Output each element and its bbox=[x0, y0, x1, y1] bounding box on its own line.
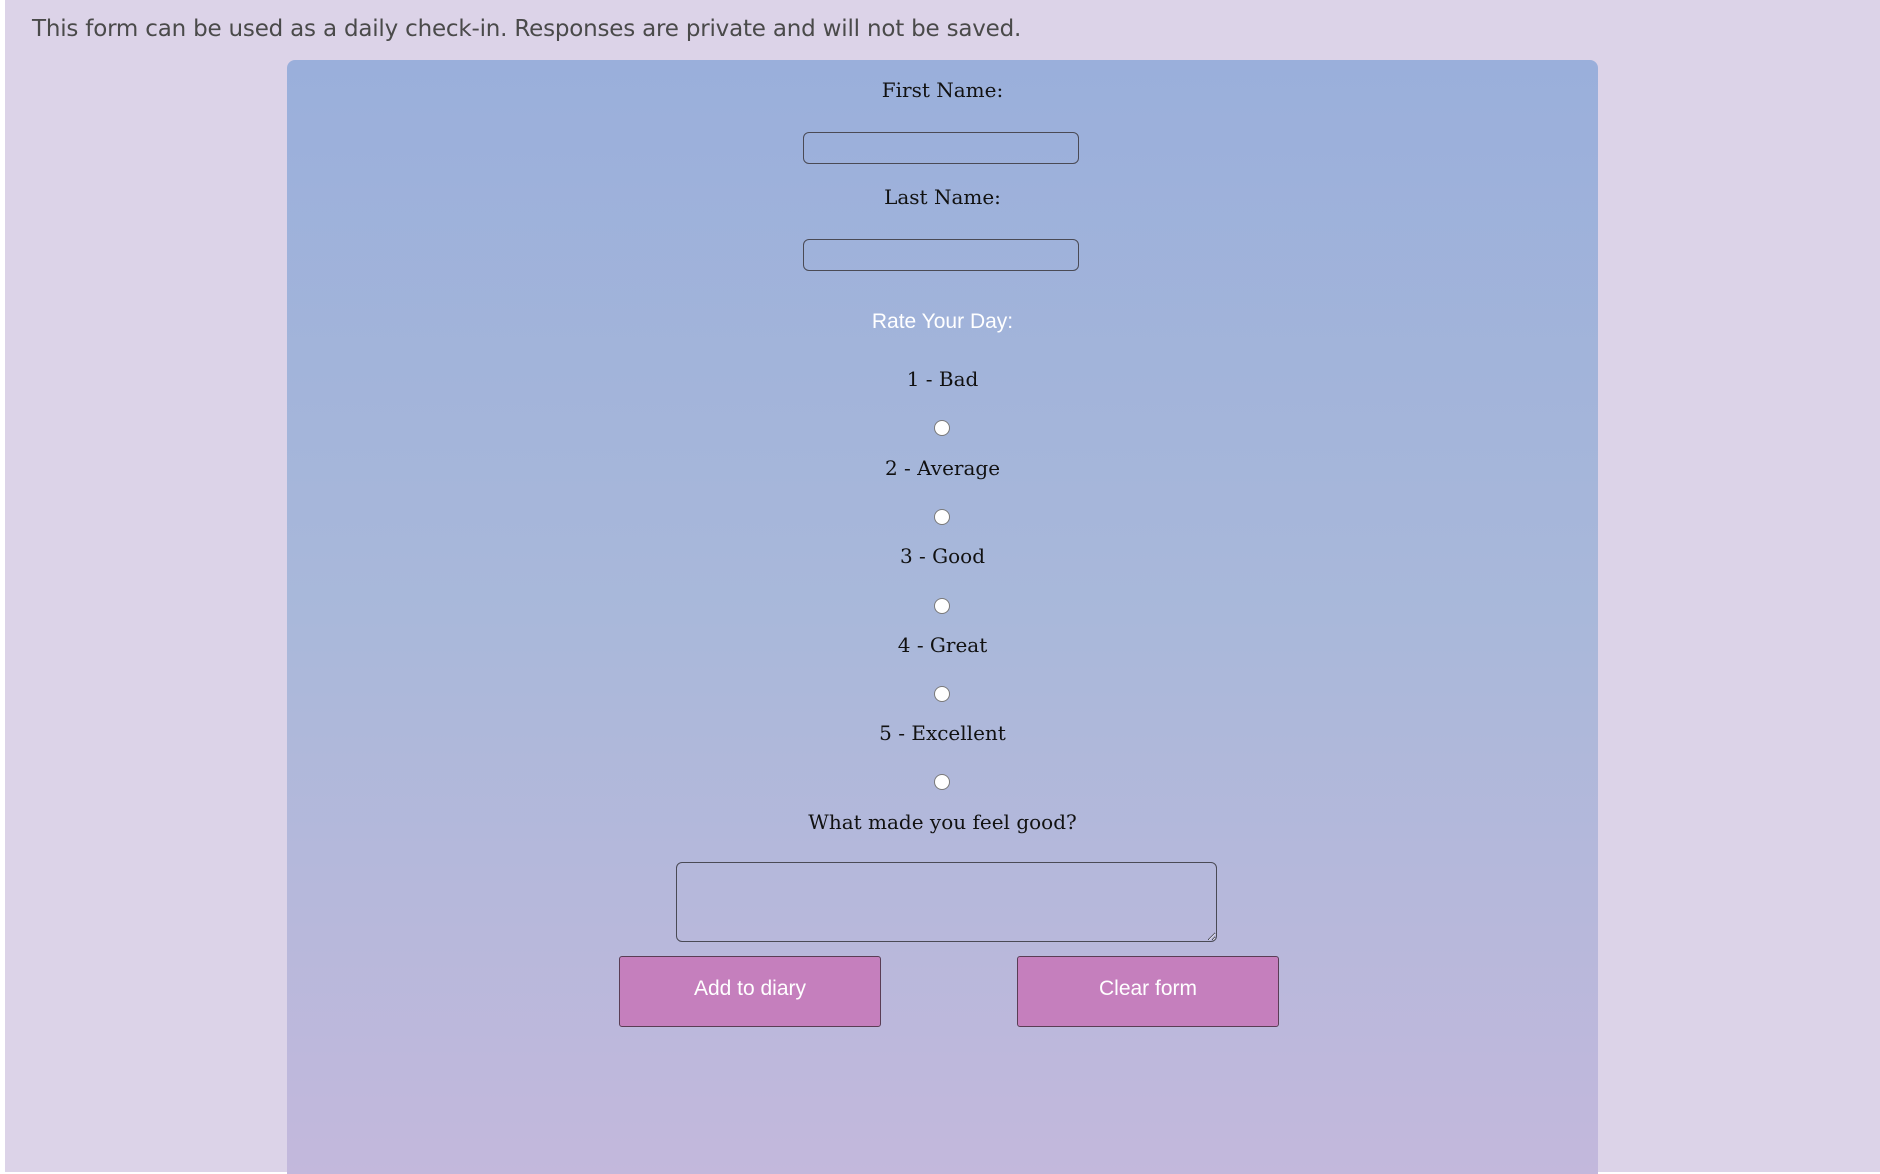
page-background: This form can be used as a daily check-i… bbox=[5, 0, 1880, 1174]
first-name-input[interactable] bbox=[803, 132, 1079, 164]
last-name-input[interactable] bbox=[803, 239, 1079, 271]
clear-form-button[interactable]: Clear form bbox=[1017, 956, 1279, 1027]
last-name-label: Last Name: bbox=[884, 185, 1001, 209]
check-in-form: First Name: Last Name: Rate Your Day: 1 … bbox=[287, 60, 1598, 1174]
first-name-label: First Name: bbox=[881, 78, 1004, 102]
rating-title: Rate Your Day: bbox=[871, 310, 1014, 333]
rating-radio-2[interactable] bbox=[934, 509, 950, 525]
intro-text: This form can be used as a daily check-i… bbox=[32, 16, 1022, 42]
add-to-diary-button[interactable]: Add to diary bbox=[619, 956, 881, 1027]
feel-good-label: What made you feel good? bbox=[808, 810, 1077, 834]
rating-label-4: 4 - Great bbox=[897, 633, 988, 657]
rating-label-3: 3 - Good bbox=[899, 544, 986, 568]
rating-radio-3[interactable] bbox=[934, 598, 950, 614]
rating-radio-5[interactable] bbox=[934, 774, 950, 790]
rating-label-1: 1 - Bad bbox=[906, 367, 979, 391]
rating-label-5: 5 - Excellent bbox=[879, 721, 1006, 745]
feel-good-textarea[interactable] bbox=[676, 862, 1217, 942]
rating-radio-1[interactable] bbox=[934, 420, 950, 436]
rating-label-2: 2 - Average bbox=[884, 456, 1001, 480]
rating-radio-4[interactable] bbox=[934, 686, 950, 702]
